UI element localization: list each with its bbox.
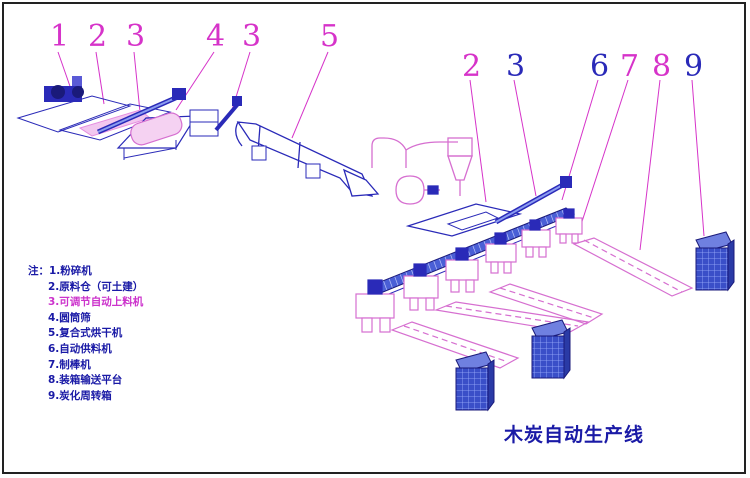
legend-item: 5.复合式烘干机: [48, 327, 123, 340]
legend-row: 5.复合式烘干机: [28, 326, 143, 342]
legend-item: 8.装箱输送平台: [48, 374, 123, 387]
legend-row: 9.炭化周转箱: [28, 389, 143, 405]
legend-row: 8.装箱输送平台: [28, 373, 143, 389]
callout-left-1: 1: [50, 19, 70, 54]
callout-right-1: 2: [462, 49, 482, 84]
callout-right-5: 8: [652, 49, 672, 84]
callout-right-3: 6: [590, 49, 610, 84]
callout-left-3: 3: [126, 19, 146, 54]
callout-right-6: 9: [684, 49, 704, 84]
legend-row: 6.自动供料机: [28, 342, 143, 358]
rod-machine: [521, 219, 551, 258]
legend-item: 6.自动供料机: [48, 342, 112, 355]
rod-machine: [403, 263, 439, 311]
rod-making-machines: [355, 208, 583, 333]
legend-item: 1.粉碎机: [49, 265, 92, 277]
rod-machine: [445, 247, 479, 293]
legend-prefix: 注：: [28, 265, 49, 277]
cyclone-separator: [371, 137, 473, 205]
rod-machine: [555, 208, 583, 244]
diagram-frame: [2, 2, 746, 474]
carbonization-crates: [455, 231, 735, 412]
crate: [695, 231, 735, 292]
crusher: [16, 76, 132, 133]
legend-row: 2.原料仓（可土建）: [28, 280, 143, 296]
crate: [531, 319, 571, 380]
rotary-dryer: [235, 121, 380, 197]
legend-item: 2.原料仓（可土建）: [48, 280, 144, 293]
callout-left-5: 3: [242, 19, 262, 54]
feeder-conveyor-1: [96, 88, 186, 135]
legend-item: 7.制棒机: [48, 358, 91, 371]
crate: [455, 351, 495, 412]
small-bin: [189, 109, 219, 137]
legend-row: 4.圆筒筛: [28, 311, 143, 327]
rod-machine: [485, 232, 517, 274]
diagram-title: 木炭自动生产线: [504, 424, 645, 446]
raw-material-bin-2: [405, 203, 523, 237]
feeder-conveyor-2: [214, 96, 242, 132]
callout-right-2: 3: [506, 49, 526, 84]
legend-item: 9.炭化周转箱: [48, 389, 112, 402]
callout-left-6: 5: [320, 19, 340, 54]
callout-left-4: 4: [206, 19, 226, 54]
feeder-conveyor-3: [494, 176, 572, 225]
legend-row: 7.制棒机: [28, 358, 143, 374]
legend-row: 3.可调节自动上料机: [28, 295, 143, 311]
legend-item: 3.可调节自动上料机: [48, 296, 144, 309]
legend-row: 注：1.粉碎机: [28, 264, 143, 280]
rod-machine: [355, 279, 395, 333]
legend-item: 4.圆筒筛: [48, 311, 91, 324]
callout-left-2: 2: [88, 19, 108, 54]
callout-right-4: 7: [620, 49, 640, 84]
legend: 注：1.粉碎机 2.原料仓（可土建） 3.可调节自动上料机 4.圆筒筛 5.复合…: [28, 264, 143, 404]
